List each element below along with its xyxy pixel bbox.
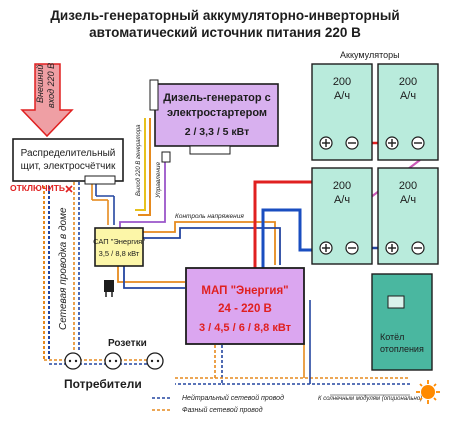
battery-3-unit: А/ч (334, 194, 350, 206)
battery-1-cap: 200 (333, 76, 351, 88)
battery-4-unit: А/ч (400, 194, 416, 206)
house-wiring-lines (43, 182, 160, 365)
heating-boiler (371, 273, 433, 371)
voltage-control-label: Контроль напряжения (175, 213, 244, 220)
map-label-3: 3 / 4,5 / 6 / 8,8 кВт (199, 322, 292, 334)
solar-label: К солнечным модулям (опционально) (318, 396, 422, 402)
genset-label-3: 2 / 3,3 / 5 кВт (185, 126, 250, 138)
diagram-title-line1: Дизель-генераторный аккумуляторно-инверт… (50, 8, 400, 23)
battery-1-unit: А/ч (334, 90, 350, 102)
battery-2 (377, 63, 439, 161)
distribution-panel (12, 138, 124, 185)
battery-2-unit: А/ч (400, 90, 416, 102)
genset-label-1: Дизель-генератор с (163, 92, 271, 104)
ext-input-label-2: вход 220 В (46, 63, 56, 108)
battery-2-cap: 200 (399, 76, 417, 88)
map-label-1: МАП "Энергия" (201, 285, 288, 297)
consumer-socket-1 (64, 352, 82, 370)
panel-label-2: щит, электросчётчик (21, 161, 116, 172)
battery-3-cap: 200 (333, 180, 351, 192)
batteries-title: Аккумуляторы (340, 50, 400, 60)
panel-label-1: Распределительный (21, 148, 116, 159)
map-label-2: 24 - 220 В (218, 303, 272, 315)
diagram-title-line2: автоматический источник питания 220 В (89, 25, 361, 40)
control-wire (119, 156, 166, 230)
consumers-label: Потребители (64, 377, 142, 391)
consumer-socket-2 (104, 352, 122, 370)
boiler-label-2: отопления (380, 344, 424, 354)
sap-energia-unit (94, 227, 144, 267)
battery-3 (311, 167, 373, 265)
diesel-generator (149, 79, 279, 155)
legend-neutral: Нейтральный сетевой провод (182, 394, 284, 402)
plug-icon (104, 280, 114, 297)
disconnect-cross-icon (65, 185, 73, 193)
map-to-sockets-wire (175, 345, 223, 385)
sockets-label: Розетки (108, 338, 147, 349)
map-energia-inverter (185, 267, 305, 345)
genset-label-2: электростартером (167, 107, 267, 119)
voltage-control-wire (140, 221, 281, 265)
control-connector-icon (161, 151, 171, 163)
legend-phase: Фазный сетевой провод (182, 406, 263, 414)
battery-4 (377, 167, 439, 265)
sap-to-map-wire (117, 266, 185, 289)
house-wiring-label: Сетевая проводка в доме (58, 207, 69, 330)
battery-4-cap: 200 (399, 180, 417, 192)
boiler-label-1: Котёл (380, 332, 404, 342)
legend (152, 397, 170, 411)
sun-icon (416, 380, 440, 404)
genset-output-label: Выход 220 В генератора (136, 124, 142, 196)
sap-label-2: 3,5 / 8,8 кВт (99, 249, 140, 258)
battery-1 (311, 63, 373, 161)
ext-input-label-1: Внешний (35, 65, 45, 103)
external-input-arrow (20, 63, 74, 138)
control-label: Управление (155, 161, 162, 199)
disconnect-label: ОТКЛЮЧИТЬ (10, 183, 65, 193)
consumer-socket-3 (146, 352, 164, 370)
sap-label-1: САП "Энергия" (93, 237, 145, 246)
genset-output-wire (135, 118, 151, 216)
